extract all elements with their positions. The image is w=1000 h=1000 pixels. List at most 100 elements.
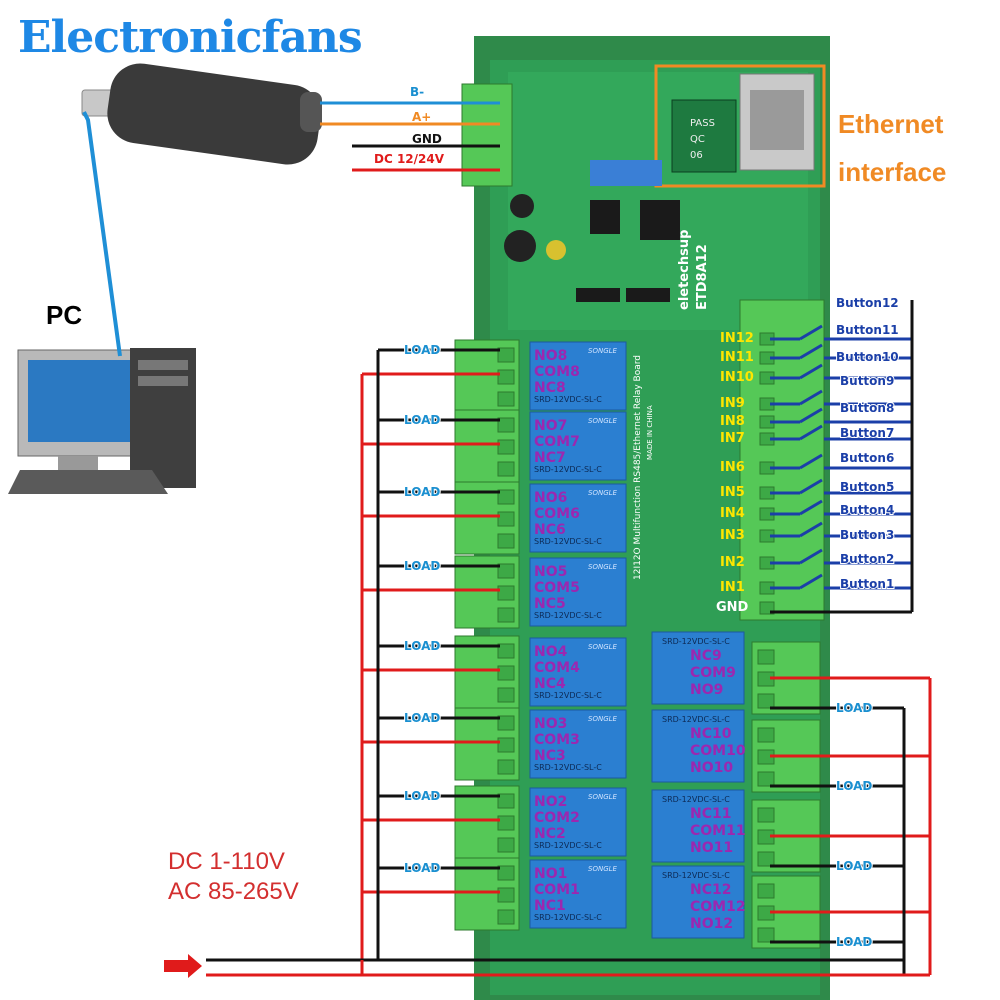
ethernet-label-line2: interface xyxy=(838,157,947,187)
relay-brand: SONGLE xyxy=(588,489,618,497)
relay-label-nc12: NC12 xyxy=(690,882,731,898)
terminal-screw xyxy=(497,643,515,659)
input-label-in12: IN12 xyxy=(720,331,754,346)
relay-model: SRD-12VDC-SL-C xyxy=(534,537,602,546)
relay-label-no1: NO1 xyxy=(534,866,567,882)
usb-rs485-dongle xyxy=(81,63,322,165)
board-subtitle: 12I12O Multifunction RS485/Ethernet Rela… xyxy=(633,355,643,580)
terminal-screw xyxy=(497,687,515,703)
relay-label-com10: COM10 xyxy=(690,743,746,759)
power-input-arrow xyxy=(164,954,202,978)
relay-label-com2: COM2 xyxy=(534,810,580,826)
terminal-screw xyxy=(757,807,775,823)
load-label-right-9: LOAD xyxy=(836,701,872,715)
relay-label-com9: COM9 xyxy=(690,665,736,681)
relay-label-no5: NO5 xyxy=(534,564,567,580)
module-text-qc: QC xyxy=(690,134,705,145)
terminal-blocks xyxy=(454,299,825,949)
input-label-in8: IN8 xyxy=(720,414,745,429)
relay-1 xyxy=(529,859,627,929)
load-label-left-4: LOAD xyxy=(404,639,440,653)
terminal-screw xyxy=(497,533,515,549)
relay-brand: SONGLE xyxy=(588,347,618,355)
button-label-button10: Button10 xyxy=(836,350,899,364)
pcb-components xyxy=(504,160,680,302)
terminal-screw xyxy=(497,793,515,809)
bus-label-a-plus: A+ xyxy=(412,110,431,124)
input-label-in7: IN7 xyxy=(720,431,745,446)
relay-label-nc7: NC7 xyxy=(534,450,566,466)
relay-brand: SONGLE xyxy=(588,417,618,425)
relay-label-nc3: NC3 xyxy=(534,748,566,764)
relay-label-nc10: NC10 xyxy=(690,726,732,742)
labels: NO8COM8NC8LOADNO7COM7NC7LOADNO6COM6NC6LO… xyxy=(403,295,900,950)
terminal-screw xyxy=(497,837,515,853)
relay-label-nc9: NC9 xyxy=(690,648,722,664)
button-label-button7: Button7 xyxy=(840,426,894,440)
button-switch-icon xyxy=(799,389,823,406)
brand-logo: Electronicfans xyxy=(18,12,363,63)
bus-label-b-minus: B- xyxy=(410,85,424,99)
input-label-in1: IN1 xyxy=(720,580,745,595)
input-label-in6: IN6 xyxy=(720,460,745,475)
relay-model: SRD-12VDC-SL-C xyxy=(534,611,602,620)
relay-7 xyxy=(529,411,627,481)
relay-label-nc1: NC1 xyxy=(534,898,566,914)
bus-label-dc: DC 12/24V xyxy=(374,152,445,166)
board-made-in: MADE IN CHINA xyxy=(646,405,654,460)
button-switch-icon xyxy=(799,324,823,341)
relay-11 xyxy=(651,789,745,863)
load-label-left-7: LOAD xyxy=(404,413,440,427)
relay-label-no11: NO11 xyxy=(690,840,733,856)
relay-label-no9: NO9 xyxy=(690,682,723,698)
button-label-button8: Button8 xyxy=(840,401,894,415)
terminal-screw xyxy=(497,585,515,601)
relay-model: SRD-12VDC-SL-C xyxy=(534,841,602,850)
load-label-right-10: LOAD xyxy=(836,779,872,793)
relay-5 xyxy=(529,557,627,627)
button-label-button1: Button1 xyxy=(840,577,894,591)
terminal-screw xyxy=(757,883,775,899)
load-label-left-3: LOAD xyxy=(404,711,440,725)
terminal-screw xyxy=(757,771,775,787)
terminal-screw xyxy=(497,391,515,407)
relay-label-nc4: NC4 xyxy=(534,676,566,692)
input-label-in2: IN2 xyxy=(720,555,745,570)
bus-label-gnd: GND xyxy=(412,132,442,146)
relay-label-no4: NO4 xyxy=(534,644,568,660)
terminal-screw xyxy=(497,347,515,363)
relay-label-no3: NO3 xyxy=(534,716,567,732)
relay-label-nc8: NC8 xyxy=(534,380,566,396)
relay-label-no12: NO12 xyxy=(690,916,733,932)
input-label-in9: IN9 xyxy=(720,396,745,411)
terminal-screw xyxy=(497,439,515,455)
load-label-left-8: LOAD xyxy=(404,343,440,357)
relay-label-nc11: NC11 xyxy=(690,806,731,822)
button-label-button3: Button3 xyxy=(840,528,894,542)
relay-label-nc6: NC6 xyxy=(534,522,566,538)
terminal-screw xyxy=(497,665,515,681)
terminal-screw xyxy=(497,461,515,477)
terminal-screw xyxy=(497,737,515,753)
input-label-in4: IN4 xyxy=(720,506,745,521)
relay-label-no2: NO2 xyxy=(534,794,567,810)
relay-label-nc5: NC5 xyxy=(534,596,566,612)
relay-9 xyxy=(651,631,745,705)
relay-3 xyxy=(529,709,627,779)
relay-10 xyxy=(651,709,745,783)
relay-brand: SONGLE xyxy=(588,793,618,801)
relay-label-no6: NO6 xyxy=(534,490,567,506)
load-label-left-2: LOAD xyxy=(404,789,440,803)
button-switch-icon xyxy=(799,548,823,565)
button-switch-icon xyxy=(799,424,823,441)
button-switch-icon xyxy=(799,343,823,360)
load-label-right-12: LOAD xyxy=(836,935,872,949)
terminal-screw xyxy=(497,417,515,433)
button-switch-icon xyxy=(799,499,823,516)
relay-model: SRD-12VDC-SL-C xyxy=(662,871,730,880)
relay-model: SRD-12VDC-SL-C xyxy=(662,795,730,804)
relay-label-com1: COM1 xyxy=(534,882,580,898)
terminal-screw xyxy=(497,887,515,903)
terminal-screw xyxy=(497,909,515,925)
